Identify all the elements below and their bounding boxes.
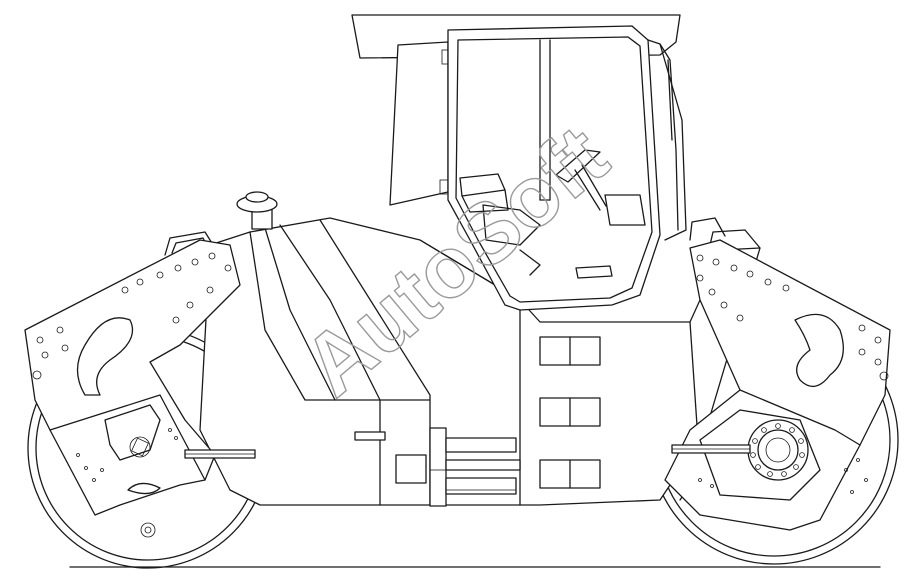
steering-wheel — [555, 149, 601, 183]
cab-frame — [447, 25, 661, 311]
drum-hub-bolt — [140, 522, 156, 538]
step-panels — [539, 336, 601, 489]
articulation-joint — [354, 427, 521, 507]
chassis — [164, 191, 761, 506]
front-drum-motor-mount — [699, 409, 821, 501]
rear-drum-motor-mount — [104, 404, 161, 461]
front-frame-plate — [664, 239, 891, 531]
rear-grab-handle — [164, 231, 216, 256]
operator-cab — [351, 14, 687, 311]
front-grab-handle — [689, 217, 726, 241]
rear-frame-plate — [24, 239, 256, 516]
